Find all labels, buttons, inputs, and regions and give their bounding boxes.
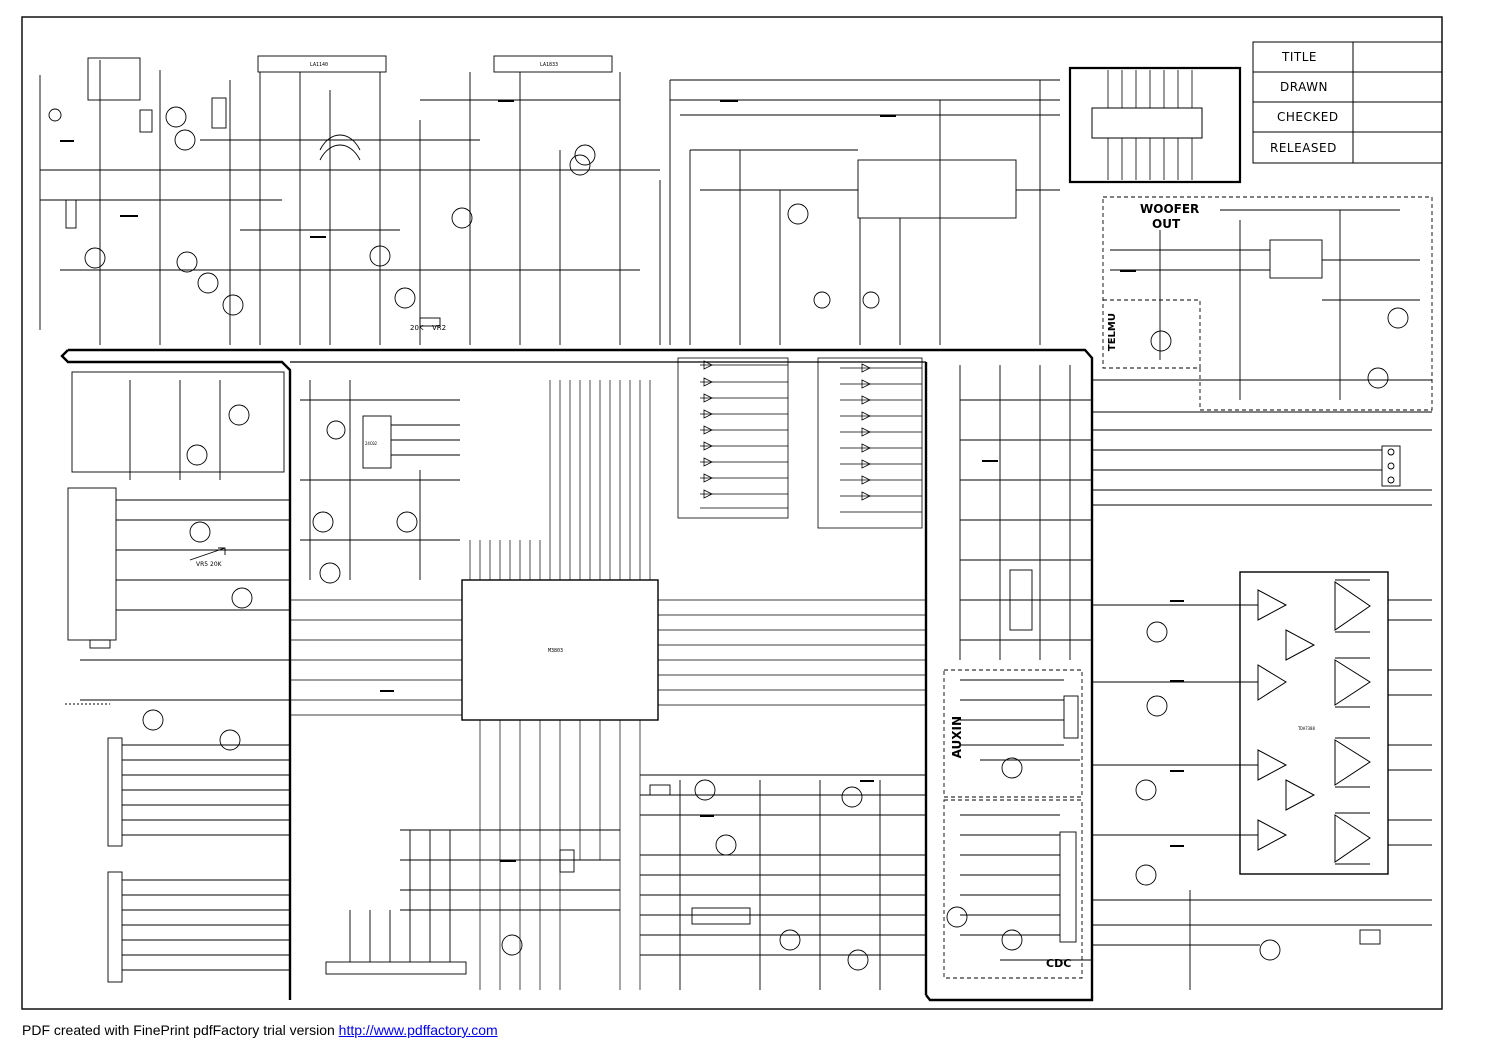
vr5-label: VR5 20K <box>196 561 223 568</box>
tuner-section <box>39 55 661 345</box>
drawing-frame <box>21 16 1443 1010</box>
mcu-chip <box>290 380 926 990</box>
main-bus <box>60 348 1094 1002</box>
cdc-box <box>943 799 1092 979</box>
audio-processor-section <box>669 79 1060 345</box>
title-block-drawn: DRAWN <box>1280 80 1328 94</box>
power-amplifier <box>1092 571 1432 990</box>
woofer-out-section <box>1102 196 1433 411</box>
eeprom-section <box>300 380 460 584</box>
auxin-box <box>943 669 1083 798</box>
auxin-label: AUXIN <box>950 716 964 759</box>
if-section <box>67 371 290 751</box>
woofer-label-line2: OUT <box>1152 217 1181 231</box>
title-block-checked: CHECKED <box>1277 110 1339 124</box>
vr2-label: VR2 <box>432 324 446 332</box>
title-block <box>1252 41 1443 164</box>
woofer-label-line1: WOOFER <box>1140 202 1200 216</box>
connector-header-box <box>1068 66 1242 184</box>
left-connectors <box>65 703 290 983</box>
component-marks <box>60 100 1184 862</box>
chip-tda-label: TDA7388 <box>1298 726 1315 731</box>
footer-link[interactable]: http://www.pdffactory.com <box>338 1022 498 1038</box>
chip-eeprom-label: 24C02 <box>365 441 378 446</box>
title-block-released: RELEASED <box>1270 141 1337 155</box>
lower-center-section <box>325 774 926 990</box>
diode-matrix-left <box>677 357 789 519</box>
vr2-value-label: 20K <box>410 324 424 332</box>
chip-mcu-label: M3803 <box>548 648 563 654</box>
telmu-label: TELMU <box>1107 313 1118 352</box>
chip-u1-label: LA1140 <box>310 62 328 68</box>
footer-text: PDF created with FinePrint pdfFactory tr… <box>22 1022 339 1038</box>
right-mid-section <box>959 365 1432 660</box>
chip-u2-label: LA1833 <box>540 62 558 68</box>
cdc-label: CDC <box>1046 957 1072 970</box>
diode-matrix-right <box>817 357 923 529</box>
pdf-footer: PDF created with FinePrint pdfFactory tr… <box>22 1022 498 1038</box>
title-block-title: TITLE <box>1282 50 1317 64</box>
